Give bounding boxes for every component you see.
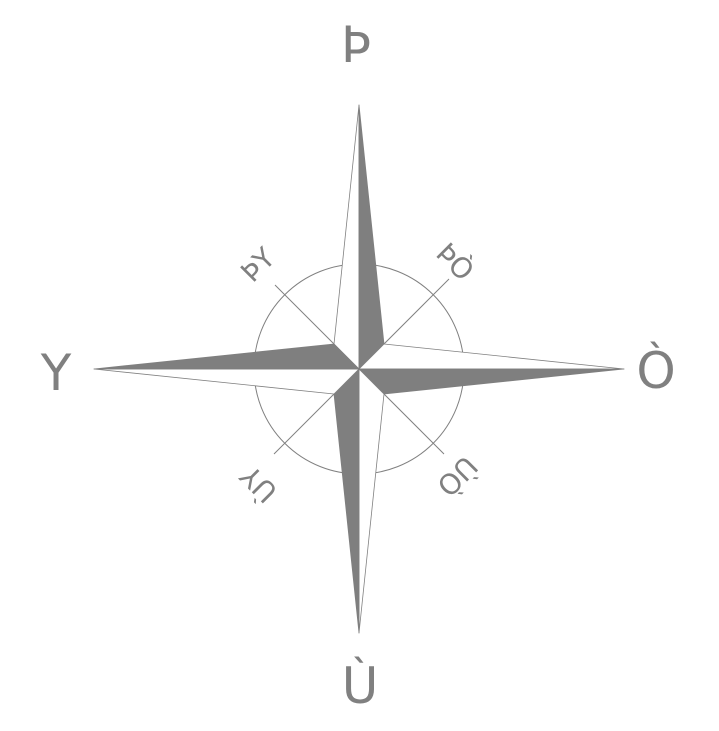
label-southeast: ÙÒ — [430, 449, 484, 503]
label-southwest: ÙY — [233, 458, 284, 509]
west-point-bottom — [94, 369, 359, 394]
east-point-bottom — [359, 369, 624, 394]
label-east: Ò — [636, 341, 675, 400]
label-north: Þ — [341, 16, 371, 74]
south-point-left — [334, 369, 359, 633]
south-point-right — [359, 369, 384, 633]
west-point-top — [94, 344, 359, 369]
north-point-left — [334, 105, 359, 369]
label-northeast: ÞÒ — [430, 236, 482, 288]
star-points — [94, 105, 624, 633]
north-point-right — [359, 105, 384, 369]
label-south: Ù — [342, 656, 379, 715]
east-point-top — [359, 344, 624, 369]
label-northwest: ÞY — [234, 241, 282, 289]
label-west: Y — [40, 344, 72, 402]
